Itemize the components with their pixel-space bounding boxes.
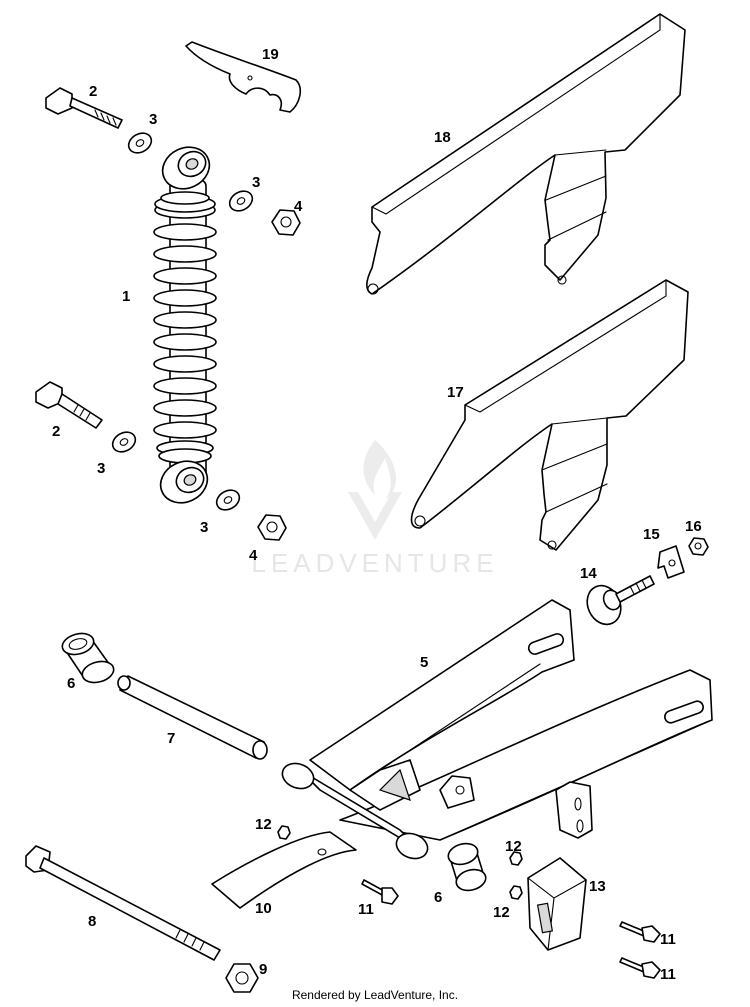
- watermark: LEADVENTURE: [251, 440, 498, 578]
- callout-14: 14: [580, 565, 597, 582]
- callout-11-lower: 11: [660, 966, 676, 983]
- spanner-wrench[interactable]: [185, 41, 302, 113]
- callout-11-slider: 11: [358, 901, 374, 918]
- nut-lower[interactable]: [257, 514, 287, 541]
- callout-6-left: 6: [67, 675, 75, 692]
- callout-1: 1: [122, 288, 130, 305]
- callout-labels: 19 2 3 3 4 1 2 3 3 4 18 17 15 16 14 5 6 …: [52, 46, 702, 983]
- callout-13: 13: [589, 878, 606, 895]
- nut-upper[interactable]: [271, 209, 301, 236]
- callout-15: 15: [643, 526, 660, 543]
- swingarm-bushing-right[interactable]: [446, 840, 488, 893]
- callout-3-upper-left: 3: [149, 111, 157, 128]
- callout-12-lower-right: 12: [493, 904, 510, 921]
- chain-guard-nut[interactable]: [688, 537, 709, 556]
- chain-slider[interactable]: [211, 831, 357, 909]
- callout-2-lower: 2: [52, 423, 60, 440]
- callout-3-upper-right: 3: [252, 174, 260, 191]
- washer-lower-left[interactable]: [109, 428, 139, 456]
- chain-guard-upper[interactable]: [365, 13, 686, 295]
- watermark-text: LEADVENTURE: [251, 548, 498, 578]
- callout-17: 17: [447, 384, 464, 401]
- swingarm-bushing-left[interactable]: [60, 630, 116, 686]
- callout-9: 9: [259, 961, 267, 978]
- shock-spring: [153, 201, 217, 456]
- callout-19: 19: [262, 46, 279, 63]
- callout-6-right: 6: [434, 889, 442, 906]
- callout-3-lower-left: 3: [97, 460, 105, 477]
- callout-12-left: 12: [255, 816, 272, 833]
- callout-11-upper: 11: [660, 931, 676, 948]
- leadventure-flame-logo: [348, 440, 402, 540]
- swingarm[interactable]: [279, 599, 713, 863]
- callout-5: 5: [420, 654, 428, 671]
- washer-upper-right[interactable]: [226, 187, 256, 215]
- callout-12-upper-right: 12: [505, 838, 522, 855]
- callout-4-lower: 4: [249, 547, 258, 564]
- small-nut-upper-right[interactable]: [509, 851, 523, 866]
- bolt-guide-upper[interactable]: [619, 921, 661, 943]
- shock-absorber[interactable]: [153, 140, 217, 511]
- washer-upper-left[interactable]: [125, 129, 155, 157]
- chain-guard-lower[interactable]: [410, 279, 689, 551]
- footer-credit: Rendered by LeadVenture, Inc.: [291, 988, 459, 1002]
- callout-4-upper: 4: [294, 198, 303, 215]
- callout-7: 7: [167, 730, 175, 747]
- small-nut-left[interactable]: [277, 825, 291, 840]
- callout-10: 10: [255, 900, 272, 917]
- shock-bolt-upper[interactable]: [45, 87, 123, 129]
- callout-8: 8: [88, 913, 96, 930]
- washer-lower-right[interactable]: [213, 486, 243, 514]
- swingarm-pivot-nut[interactable]: [225, 963, 259, 993]
- bolt-slider[interactable]: [361, 879, 399, 905]
- callout-16: 16: [685, 518, 702, 535]
- chain-guard-bracket[interactable]: [657, 545, 685, 579]
- small-nut-lower-right[interactable]: [509, 885, 523, 900]
- callout-3-lower-right: 3: [200, 519, 208, 536]
- bolt-guide-lower[interactable]: [619, 957, 661, 979]
- shock-bolt-lower[interactable]: [35, 381, 103, 429]
- callout-2-upper: 2: [89, 83, 97, 100]
- pivot-tube[interactable]: [117, 675, 268, 760]
- chain-guard-mount-bushing[interactable]: [581, 575, 655, 630]
- callout-18: 18: [434, 129, 451, 146]
- swingarm-pivot-bolt[interactable]: [25, 845, 221, 961]
- chain-guide-block[interactable]: [527, 857, 587, 951]
